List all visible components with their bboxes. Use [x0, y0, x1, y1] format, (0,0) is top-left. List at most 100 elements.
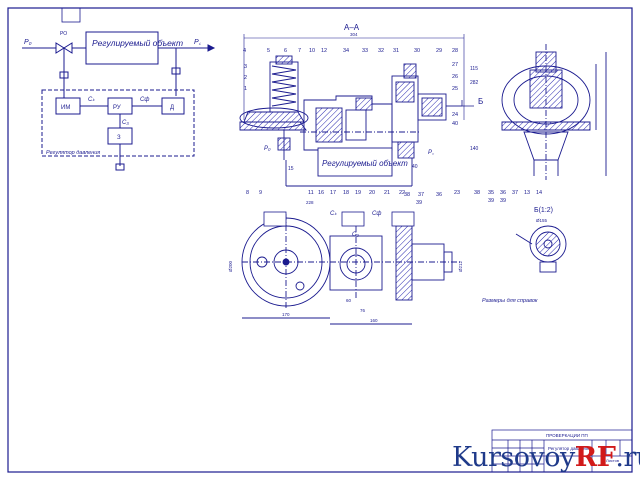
callouts-right: 27 26 25 24 40: [452, 62, 458, 127]
svg-text:36: 36: [500, 190, 506, 196]
svg-text:28: 28: [452, 48, 458, 54]
svg-text:14: 14: [536, 190, 542, 196]
title-block: [491, 429, 633, 473]
svg-text:37: 37: [512, 190, 518, 196]
plan-view: [241, 214, 460, 325]
svg-text:6: 6: [284, 48, 287, 54]
svg-text:26: 26: [452, 74, 458, 80]
functional-scheme: [22, 31, 216, 171]
svg-text:38: 38: [474, 190, 480, 196]
svg-text:23: 23: [454, 190, 460, 196]
svg-text:30: 30: [414, 48, 420, 54]
sheet-frame: [7, 7, 633, 473]
section-object-label: Регулируемый объект: [322, 159, 408, 168]
regulator-label: Регулятор давления: [46, 150, 100, 156]
section-pc: Р꜀: [428, 150, 435, 156]
view-b12-title: Б(1:2): [534, 207, 553, 214]
signal-cz: С₃: [122, 120, 129, 126]
svg-text:19: 19: [355, 190, 361, 196]
svg-text:25: 25: [452, 86, 458, 92]
side-callouts: 38 35 36 37 13 14 39 39: [474, 190, 542, 204]
svg-text:160: 160: [370, 318, 378, 323]
svg-text:16: 16: [318, 190, 324, 196]
plan-callouts: 39 36 37 38: [404, 192, 442, 206]
svg-text:21: 21: [384, 190, 390, 196]
plan-cf: Сф: [372, 211, 381, 217]
signal-ck: Сₖ: [88, 97, 95, 103]
svg-text:5: 5: [267, 48, 270, 54]
svg-text:Ø155: Ø155: [536, 218, 548, 223]
title-sheet: Листов: [606, 458, 619, 463]
side-view: [501, 44, 607, 180]
scheme-object-label: Регулируемый объект: [92, 38, 183, 48]
svg-text:17: 17: [330, 190, 336, 196]
svg-text:1: 1: [244, 86, 247, 92]
section-object-box: [317, 147, 393, 177]
plan-note: Размеры для справок: [482, 298, 538, 304]
view-b-arrow: [461, 100, 474, 107]
title-name: Регулятор давления: [548, 446, 591, 451]
block-im: ИМ: [61, 105, 70, 111]
callouts-top: 4 5 6 7 10 12 34 33 32 31 30 29 28: [243, 48, 458, 54]
view-b-marker: Б: [478, 97, 483, 106]
svg-text:76: 76: [360, 308, 366, 313]
scheme-pc: Р꜀: [194, 39, 202, 46]
svg-text:170: 170: [282, 312, 290, 317]
svg-text:11: 11: [308, 190, 314, 196]
svg-text:2: 2: [244, 75, 247, 81]
plan-cz: С₃: [352, 232, 359, 238]
svg-text:38: 38: [404, 192, 410, 198]
svg-text:140: 140: [470, 146, 479, 152]
svg-text:8: 8: [246, 190, 249, 196]
svg-text:24: 24: [452, 112, 458, 118]
svg-text:31: 31: [393, 48, 399, 54]
section-vertical-dims: 115 282 140 15 40: [288, 66, 479, 172]
callouts-left: 3 2 1: [244, 64, 247, 92]
svg-text:37: 37: [418, 192, 424, 198]
svg-text:60: 60: [346, 298, 352, 303]
svg-text:35: 35: [488, 190, 494, 196]
svg-text:4: 4: [243, 48, 246, 54]
corner-stamp: [61, 7, 81, 23]
svg-text:13: 13: [524, 190, 530, 196]
plan-dims: Ø200 Ø212 170 160 60 76 228 Ø155: [228, 200, 548, 323]
svg-text:40: 40: [452, 121, 458, 127]
section-p0: Р₀: [264, 146, 271, 152]
title-doc-code: ПРОВЕРКАЦИИ ПП: [546, 433, 588, 438]
watermark-logo: KursovoyRF.ru: [452, 442, 640, 473]
svg-text:12: 12: [321, 48, 327, 54]
svg-text:34: 34: [343, 48, 349, 54]
plan-box-cz: [341, 211, 365, 227]
dim-overall: 304: [350, 32, 358, 37]
svg-text:9: 9: [259, 190, 262, 196]
plan-box-ck: [263, 211, 287, 227]
svg-text:39: 39: [488, 198, 494, 204]
svg-text:15: 15: [288, 166, 294, 172]
svg-text:7: 7: [298, 48, 301, 54]
svg-text:27: 27: [452, 62, 458, 68]
block-d: Д: [170, 105, 174, 111]
section-title: А–А: [344, 23, 360, 32]
svg-text:228: 228: [306, 200, 314, 205]
section-aa-body: [239, 55, 462, 187]
plan-ck: Сₖ: [330, 211, 337, 217]
svg-text:33: 33: [362, 48, 368, 54]
view-b12: [515, 225, 567, 273]
svg-text:39: 39: [500, 198, 506, 204]
callouts-bottom: 8 9 11 16 17 18 19 20 21 22 23: [246, 190, 460, 196]
svg-text:22: 22: [399, 190, 405, 196]
svg-text:20: 20: [369, 190, 375, 196]
svg-text:29: 29: [436, 48, 442, 54]
scheme-valve-label: РО: [60, 31, 67, 37]
svg-text:10: 10: [309, 48, 315, 54]
svg-text:Ø200: Ø200: [228, 260, 233, 272]
svg-text:36: 36: [436, 192, 442, 198]
svg-text:3: 3: [244, 64, 247, 70]
block-z: З: [117, 135, 121, 141]
plan-box-cf: [391, 211, 415, 227]
svg-text:40: 40: [412, 164, 418, 170]
svg-text:282: 282: [470, 80, 479, 86]
scheme-p0: Р₀: [24, 39, 32, 46]
svg-text:32: 32: [378, 48, 384, 54]
